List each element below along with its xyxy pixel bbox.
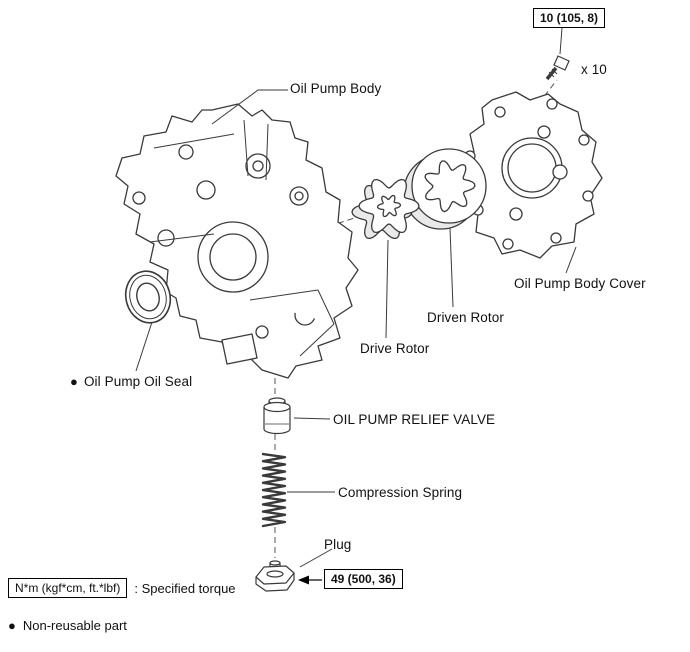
torque-box-cover-bolts: 10 (105, 8) — [533, 8, 606, 28]
torque-legend-caption: : Specified torque — [134, 580, 236, 596]
torque-box-plug: 49 (500, 36) — [324, 569, 403, 589]
oil-pump-oil-seal-drawing — [124, 270, 172, 324]
label-oil-pump-oil-seal: ● Oil Pump Oil Seal — [70, 374, 192, 389]
oil-pump-body-cover-drawing — [461, 91, 603, 259]
non-reusable-icon: ● — [8, 618, 16, 633]
label-oil-pump-body: Oil Pump Body — [290, 81, 382, 96]
non-reusable-legend: ● Non-reusable part — [8, 618, 127, 633]
label-drive-rotor: Drive Rotor — [360, 341, 430, 356]
leader-lines — [135, 27, 577, 568]
non-reusable-icon: ● — [70, 374, 78, 389]
torque-arrow — [298, 575, 322, 585]
label-oil-pump-oil-seal-text: Oil Pump Oil Seal — [83, 374, 193, 389]
plug-drawing — [255, 560, 295, 592]
label-oil-pump-body-cover: Oil Pump Body Cover — [514, 276, 646, 291]
label-plug: Plug — [324, 537, 352, 552]
cover-bolt-drawing — [545, 55, 570, 81]
compression-spring-drawing — [261, 452, 287, 528]
relief-valve-drawing — [263, 397, 291, 435]
label-driven-rotor: Driven Rotor — [427, 310, 504, 325]
label-bolt-count: x 10 — [581, 62, 607, 77]
label-compression-spring: Compression Spring — [338, 485, 463, 500]
torque-units-box: N*m (kgf*cm, ft.*lbf) — [8, 578, 128, 598]
oil-pump-body-drawing — [115, 103, 359, 379]
driven-rotor-drawing — [403, 148, 487, 230]
driven-rotor-hole — [424, 160, 476, 213]
drive-rotor-drawing — [351, 178, 420, 240]
spring-coil — [261, 452, 287, 528]
label-oil-pump-relief-valve: OIL PUMP RELIEF VALVE — [333, 412, 496, 427]
drive-rotor-hole — [376, 194, 402, 218]
non-reusable-caption: Non-reusable part — [22, 618, 127, 633]
torque-legend: N*m (kgf*cm, ft.*lbf) : Specified torque — [8, 578, 236, 598]
